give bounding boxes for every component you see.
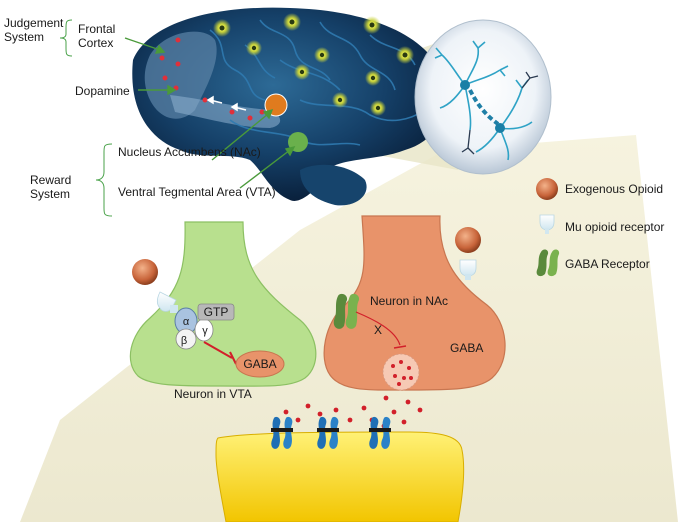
dopamine-dots <box>159 37 265 121</box>
opioid-molecule-vta <box>132 259 158 285</box>
dopamine-flow-arrows <box>206 95 247 112</box>
vta-label: Ventral Tegmental Area (VTA) <box>118 185 276 199</box>
nac-vesicle <box>382 353 420 391</box>
gaba-vesicle-vta <box>235 350 285 378</box>
legend-icons <box>536 178 560 277</box>
judgement-system-label: Judgement System <box>4 16 64 44</box>
gamma-label: γ <box>202 325 208 337</box>
legend-opioid-label: Exogenous Opioid <box>565 182 664 196</box>
gtp-label: GTP <box>204 305 229 319</box>
label-arrows <box>124 37 296 189</box>
nucleus-accumbens-label: Nucleus Accumbens (NAc) <box>118 145 261 159</box>
beta-label: β <box>181 335 187 347</box>
postsynaptic-cell <box>215 431 465 522</box>
legend-mu-receptor-label: Mu opioid receptor <box>565 220 665 234</box>
gaba-label-nac: GABA <box>450 341 483 355</box>
vta-neuron-label: Neuron in VTA <box>174 387 252 401</box>
gaba-receptor-icon <box>536 249 560 277</box>
dopamine-label: Dopamine <box>75 84 130 98</box>
mu-receptor-nac <box>459 259 477 280</box>
frontal-cortex-label: Frontal Cortex <box>78 22 116 50</box>
opioid-molecule-icon <box>536 178 558 200</box>
block-mark: X <box>374 323 382 337</box>
postsynaptic-receptors <box>271 416 391 449</box>
gaba-receptor-nac <box>333 293 360 329</box>
inhibition-line <box>203 341 237 365</box>
beta-subunit <box>175 328 197 350</box>
zoom-neuron-circle <box>414 19 552 175</box>
reward-system-label: Reward System <box>30 173 72 201</box>
brain-illustration <box>132 7 446 206</box>
alpha-label: α <box>183 316 190 328</box>
gaba-label-vta: GABA <box>243 357 276 371</box>
nac-block-line <box>355 311 401 346</box>
mu-receptor-icon <box>539 214 555 234</box>
mu-receptor-vta <box>156 291 178 313</box>
glowing-neurons <box>213 13 414 116</box>
system-brackets <box>59 19 113 217</box>
nac-neuron-label: Neuron in NAc <box>370 294 448 308</box>
legend-gaba-receptor-label: GABA Receptor <box>565 257 650 271</box>
g-protein <box>174 303 235 350</box>
opioid-molecule-nac <box>455 227 481 253</box>
gtp-box <box>197 303 235 321</box>
